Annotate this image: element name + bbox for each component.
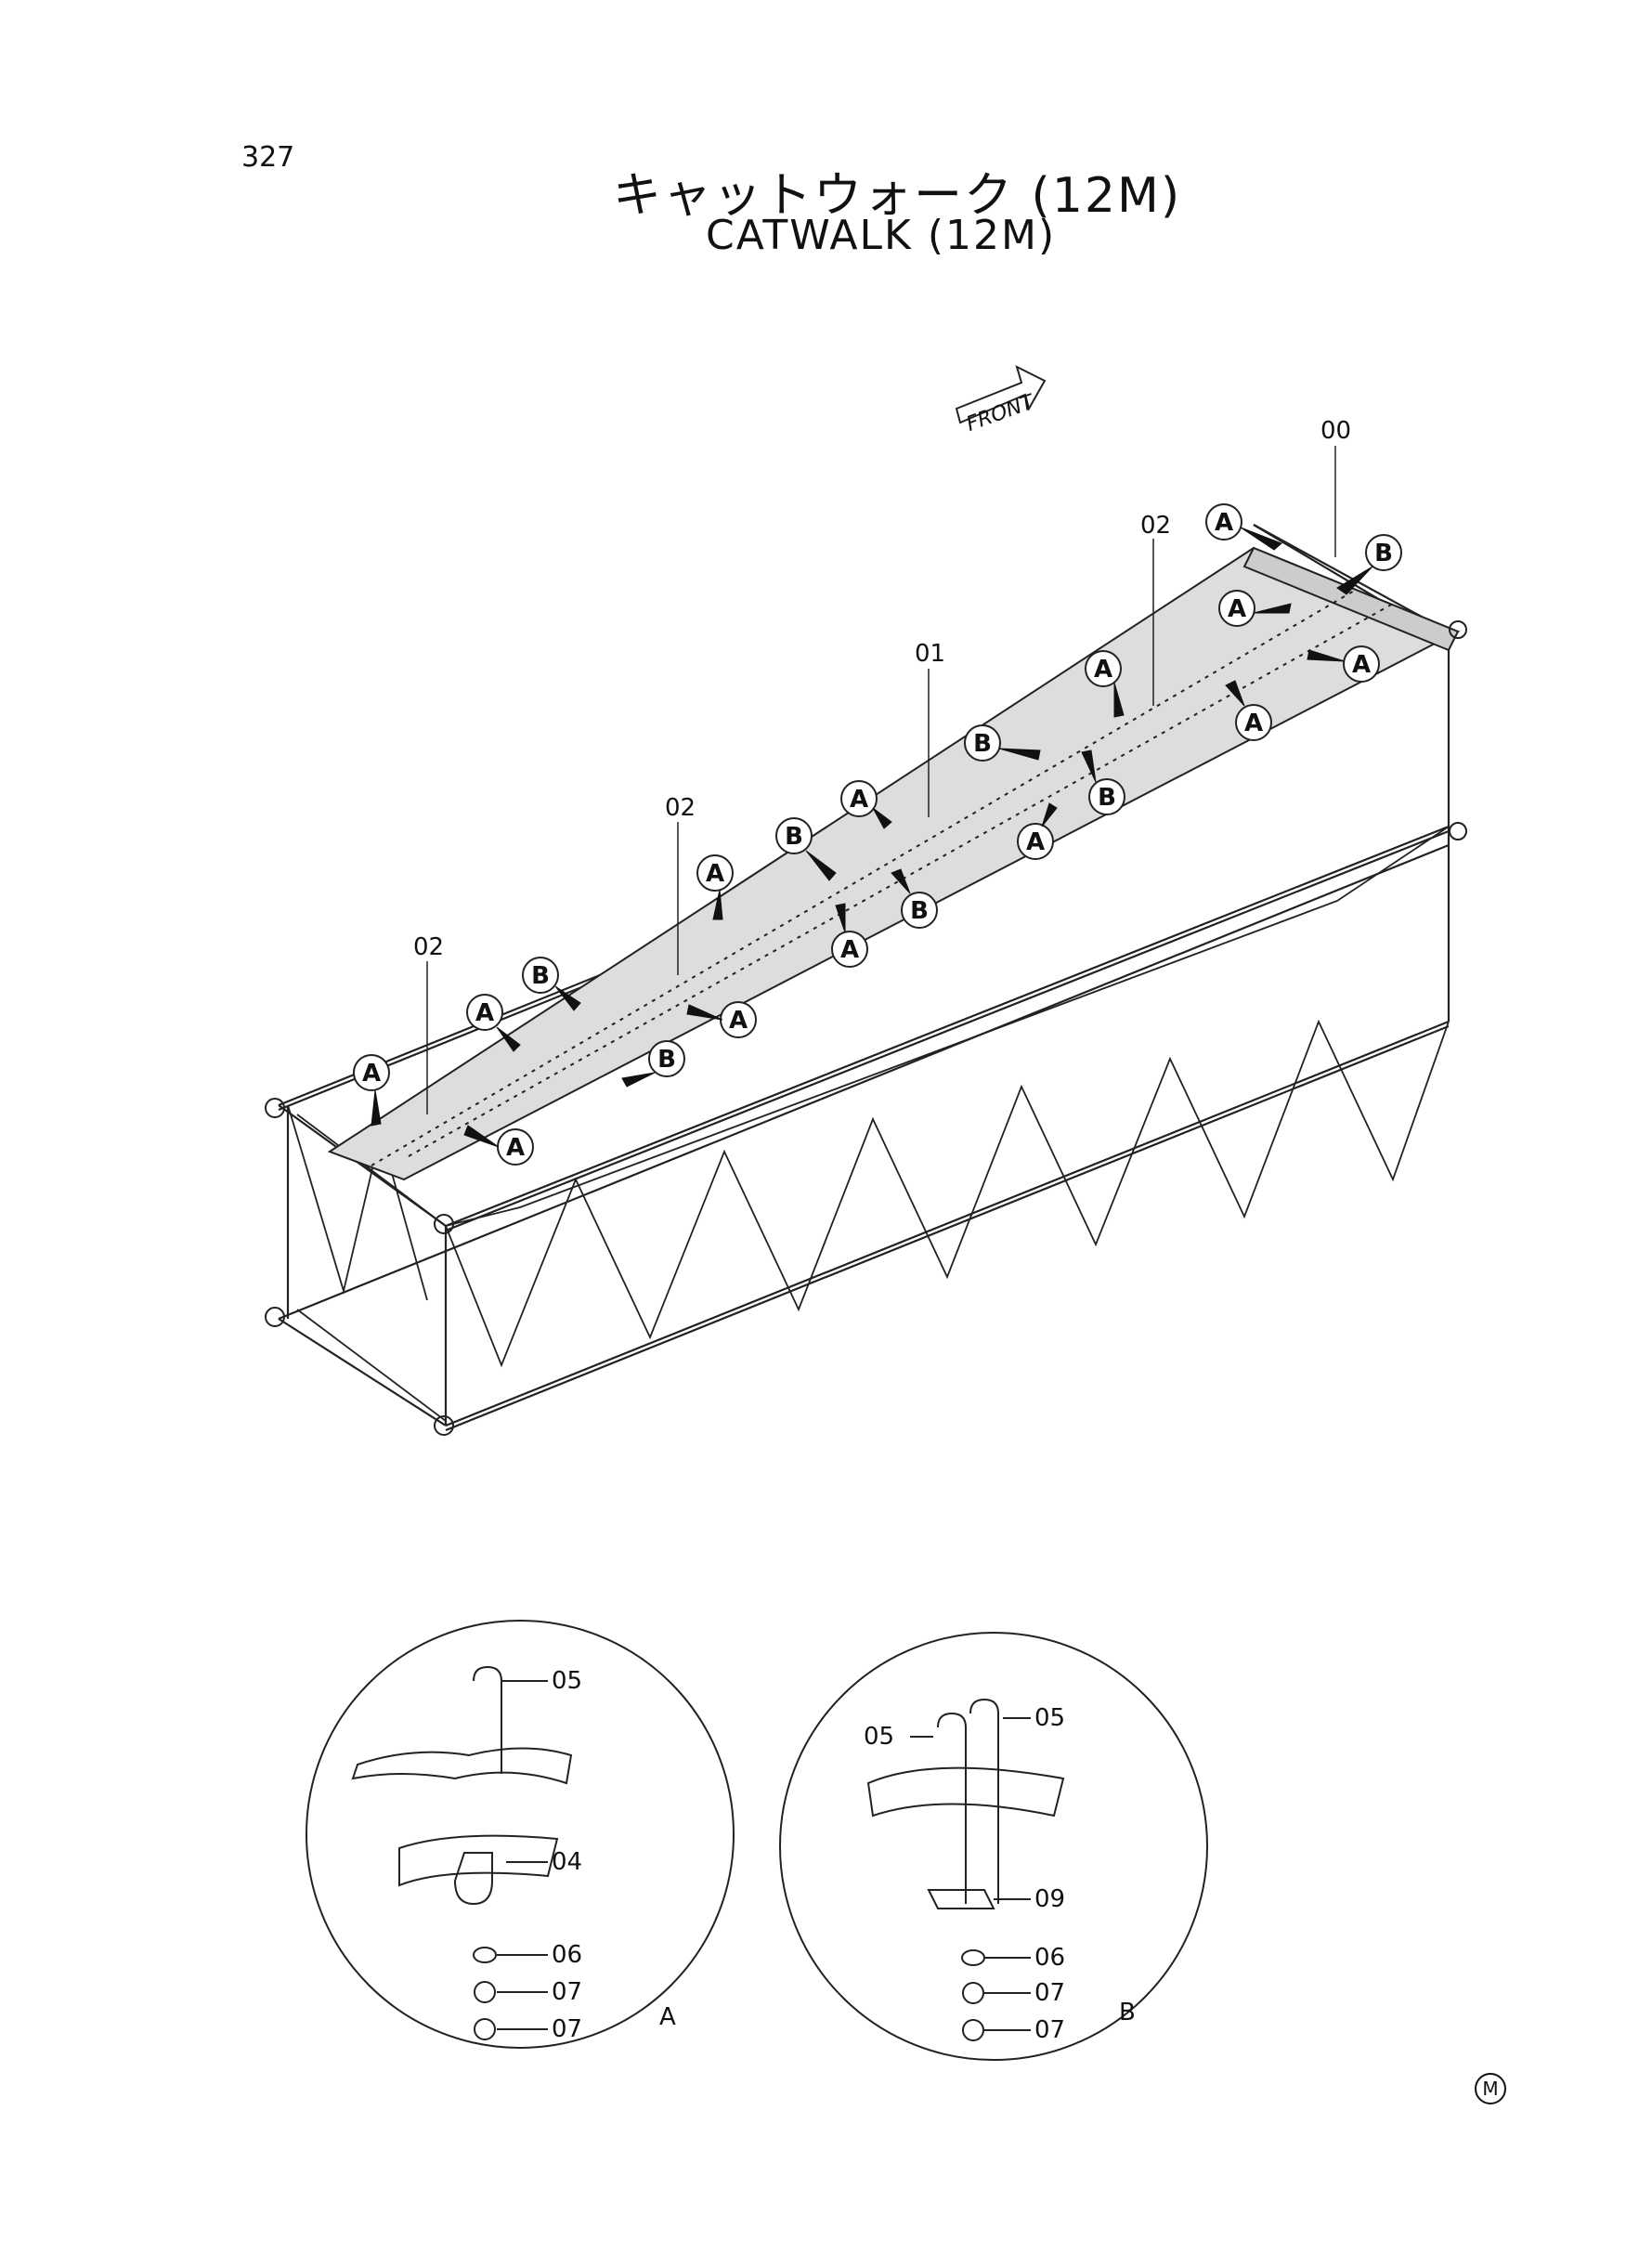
callout-bubble: A (1235, 704, 1272, 741)
detail-b-labels: 05 05 09 06 07 07 B (864, 1704, 1136, 2044)
detail-a-part-label: 06 (552, 1941, 582, 1969)
callout-bubble: A (1218, 590, 1255, 627)
callouts: A B A A A A B B B A B A A B A A B A A A (353, 503, 1402, 1166)
part-label: 00 (1320, 417, 1351, 445)
callout-bubble: A (466, 994, 503, 1031)
detail-b-part-label: 05 (1034, 1704, 1065, 1732)
catwalk-panels (327, 546, 1461, 1181)
callout-bubble: A (353, 1054, 390, 1091)
svg-text:B: B (973, 730, 992, 758)
detail-a-label: A (659, 2003, 676, 2031)
callout-bubble: A (1017, 823, 1054, 860)
detail-a-part-label: 07 (552, 2015, 582, 2043)
callout-bubble: A (1205, 503, 1242, 541)
callout-bubble: A (1085, 650, 1122, 687)
detail-a (306, 1620, 735, 2049)
svg-text:B: B (1374, 540, 1393, 567)
boom-pin-lugs (265, 620, 1467, 1436)
front-label: FRONT (963, 390, 1038, 436)
callout-bubble: A (831, 931, 868, 968)
svg-text:A: A (1026, 828, 1045, 856)
svg-text:A: A (1244, 710, 1263, 737)
detail-b (779, 1632, 1208, 2061)
copyright-mark: M (1475, 2073, 1506, 2104)
callout-leaders (371, 527, 1373, 1148)
front-arrow-icon: FRONT (955, 365, 1047, 436)
callout-bubble: B (1088, 778, 1125, 815)
detail-b-part-label: 07 (1034, 2016, 1065, 2044)
detail-b-part-label: 05 (864, 1723, 894, 1751)
detail-b-label: B (1119, 1999, 1136, 2026)
page-number: 327 (241, 141, 295, 174)
callout-bubble: A (840, 780, 878, 817)
part-label: 02 (1140, 512, 1171, 540)
callout-bubble: B (775, 817, 813, 854)
part-labels (426, 446, 1336, 1114)
callout-bubble: B (964, 724, 1001, 762)
svg-text:B: B (785, 823, 803, 851)
part-label: 01 (915, 640, 945, 668)
part-label: 02 (413, 933, 444, 961)
svg-text:A: A (729, 1007, 748, 1035)
boom-lattice (287, 826, 1450, 1422)
callout-bubble: A (720, 1001, 757, 1038)
detail-a-part-label: 04 (552, 1848, 582, 1876)
page-title-japanese: キャットウォーク (12M) (613, 168, 1182, 224)
detail-b-part-label: 07 (1034, 1979, 1065, 2007)
callout-bubble: A (497, 1128, 534, 1166)
svg-text:A: A (1215, 509, 1233, 537)
detail-a-part-label: 05 (552, 1667, 582, 1695)
svg-text:A: A (1352, 651, 1371, 679)
svg-text:B: B (1098, 784, 1116, 812)
part-label: 02 (665, 794, 696, 822)
detail-a-labels: 05 04 06 07 07 A (552, 1667, 676, 2043)
svg-text:A: A (1228, 595, 1246, 623)
svg-text:A: A (850, 786, 868, 814)
svg-text:A: A (1094, 656, 1112, 684)
callout-bubble: B (648, 1040, 685, 1077)
callout-bubble: B (522, 957, 559, 994)
detail-a-part-label: 07 (552, 1978, 582, 2006)
detail-b-part-label: 09 (1034, 1885, 1065, 1913)
callout-bubble: A (696, 854, 734, 892)
svg-text:A: A (840, 936, 859, 964)
svg-text:A: A (706, 860, 724, 888)
svg-text:A: A (362, 1060, 381, 1088)
svg-text:A: A (475, 999, 494, 1027)
callout-bubble: A (1343, 645, 1380, 683)
svg-text:A: A (506, 1134, 525, 1162)
callout-bubble: B (901, 892, 938, 929)
part-label-texts: 00 02 01 02 02 (413, 417, 1351, 961)
svg-text:B: B (910, 897, 929, 925)
callout-bubble: B (1365, 534, 1402, 571)
detail-b-part-label: 06 (1034, 1944, 1065, 1972)
page-title-english: CATWALK (12M) (706, 212, 1057, 259)
svg-text:B: B (657, 1046, 676, 1074)
svg-text:B: B (531, 962, 550, 990)
